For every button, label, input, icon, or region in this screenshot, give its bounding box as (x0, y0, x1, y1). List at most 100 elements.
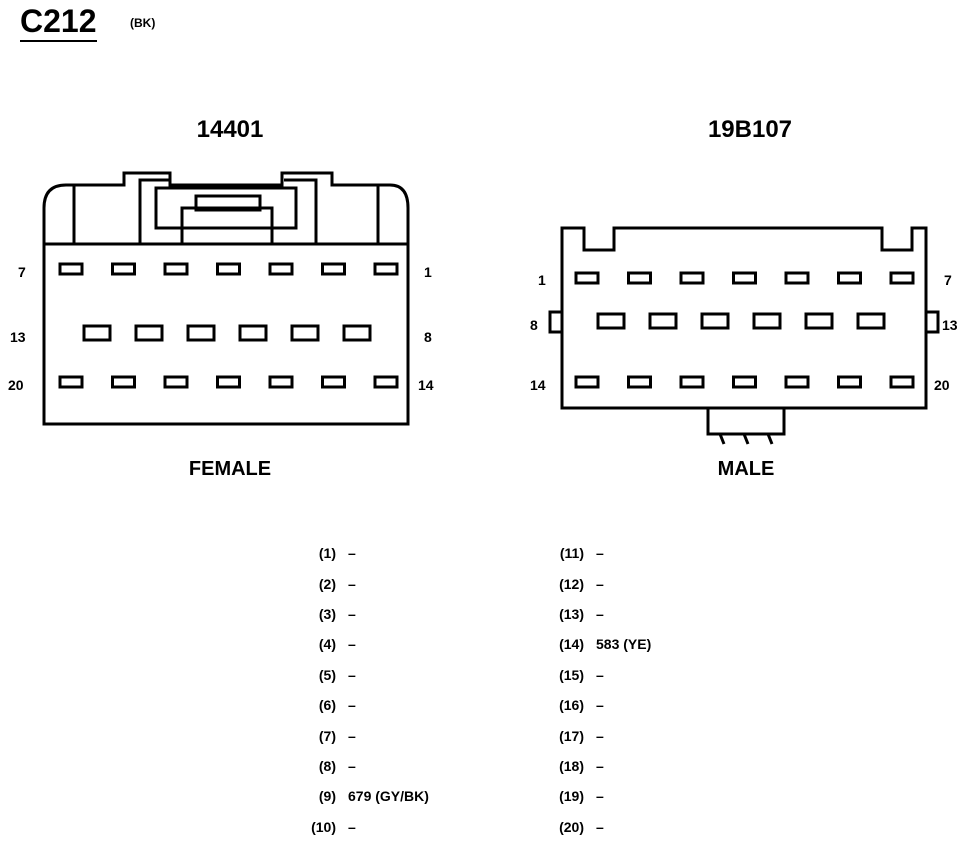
pin-row: (13)– (548, 599, 651, 629)
pin-row: (3)– (300, 599, 429, 629)
male-cavity (889, 375, 915, 389)
pin-circuit: 679 (GY/BK) (348, 788, 429, 805)
pin-number: (20) (559, 818, 584, 835)
female-face (42, 242, 410, 426)
male-cavity (732, 271, 757, 285)
pin-row: (8)– (300, 751, 429, 781)
pin-number: (2) (318, 575, 336, 592)
pin-circuit: – (348, 757, 356, 774)
pin-number: (3) (318, 605, 336, 622)
male-cavity (596, 312, 626, 330)
right-label-bot-right: 20 (934, 377, 950, 393)
pin-number: (7) (318, 727, 336, 744)
connector-color: (BK) (130, 16, 156, 30)
female-cavity (342, 324, 372, 342)
female-cavity (290, 324, 320, 342)
pin-circuit: – (348, 605, 356, 622)
male-cavity (574, 375, 600, 389)
connector-id: C212 (20, 4, 97, 42)
female-latch-left (138, 178, 170, 244)
pin-circuit: – (596, 605, 604, 622)
pin-row: (18)– (548, 751, 651, 781)
pin-circuit: – (348, 636, 356, 653)
pin-circuit: 583 (YE) (596, 636, 652, 653)
male-tab (706, 406, 786, 436)
right-label-bot-left: 14 (530, 377, 546, 393)
pin-number-labels: 7 1 13 8 20 14 1 7 8 13 14 20 (8, 264, 958, 393)
left-label-mid-right: 8 (424, 329, 432, 345)
left-label-top-right: 1 (424, 264, 432, 280)
right-label-mid-left: 8 (530, 317, 538, 333)
pin-circuit: – (596, 818, 604, 835)
pin-number: (1) (318, 545, 336, 562)
pin-number: (17) (559, 727, 584, 744)
pin-circuit: – (596, 575, 604, 592)
male-wire-stubs (718, 433, 774, 445)
female-cavity (216, 262, 241, 276)
pin-row: (4)– (300, 629, 429, 659)
male-cavity (574, 271, 600, 285)
pin-row: (2)– (300, 568, 429, 598)
right-label-top-right: 7 (944, 272, 952, 288)
pin-circuit: – (596, 788, 604, 805)
pin-legend-col1: (1)–(2)–(3)–(4)–(5)–(6)–(7)–(8)–(9)679 (… (300, 538, 429, 842)
male-cavity (700, 312, 730, 330)
female-cavity (82, 324, 112, 342)
pin-row: (17)– (548, 720, 651, 750)
male-cavity (837, 375, 862, 389)
female-cavity (216, 375, 241, 389)
pin-circuit: – (596, 727, 604, 744)
pin-number: (18) (559, 757, 584, 774)
pin-number: (11) (559, 545, 584, 562)
male-cavity (784, 375, 810, 389)
pin-row: (9)679 (GY/BK) (300, 781, 429, 811)
male-cavity (648, 312, 678, 330)
pin-number: (12) (559, 575, 584, 592)
female-lock-frame (154, 186, 298, 230)
pin-number: (8) (318, 757, 336, 774)
female-cavity (111, 375, 136, 389)
male-cavity (627, 375, 652, 389)
female-cavity (163, 262, 189, 276)
male-side-key-left (548, 310, 564, 334)
female-cavity (186, 324, 216, 342)
pin-circuit: – (596, 545, 604, 562)
pin-row: (7)– (300, 720, 429, 750)
left-label-mid-left: 13 (10, 329, 26, 345)
pin-circuit: – (348, 818, 356, 835)
male-cavity (752, 312, 782, 330)
pin-cavities (58, 262, 915, 389)
female-cavity (163, 375, 189, 389)
female-cavity (321, 375, 346, 389)
pin-row: (1)– (300, 538, 429, 568)
pin-row: (5)– (300, 660, 429, 690)
left-label-bot-left: 20 (8, 377, 24, 393)
female-cavity (58, 262, 84, 276)
female-cavity (111, 262, 136, 276)
female-cavity (134, 324, 164, 342)
pin-circuit: – (348, 697, 356, 714)
male-body (560, 226, 928, 410)
pin-row: (11)– (548, 538, 651, 568)
pin-number: (15) (559, 666, 584, 683)
left-label-top-left: 7 (18, 264, 26, 280)
male-side-key-right (924, 310, 940, 334)
connector-diagram: 7 1 13 8 20 14 1 7 8 13 14 20 (8, 171, 958, 445)
pin-circuit: – (596, 697, 604, 714)
female-cavity (373, 262, 399, 276)
pin-number: (10) (311, 818, 336, 835)
female-cavity (321, 262, 346, 276)
male-cavity (679, 271, 705, 285)
pin-row: (14)583 (YE) (548, 629, 651, 659)
pin-circuit: – (348, 575, 356, 592)
pin-circuit: – (348, 666, 356, 683)
male-cavity (627, 271, 652, 285)
left-part-number: 14401 (196, 116, 264, 143)
male-cavity (837, 271, 862, 285)
female-lock-top (194, 194, 262, 212)
male-connector (548, 226, 940, 445)
female-latch-right (284, 178, 318, 244)
pin-circuit: – (348, 727, 356, 744)
pin-row: (19)– (548, 781, 651, 811)
male-cavity (679, 375, 705, 389)
